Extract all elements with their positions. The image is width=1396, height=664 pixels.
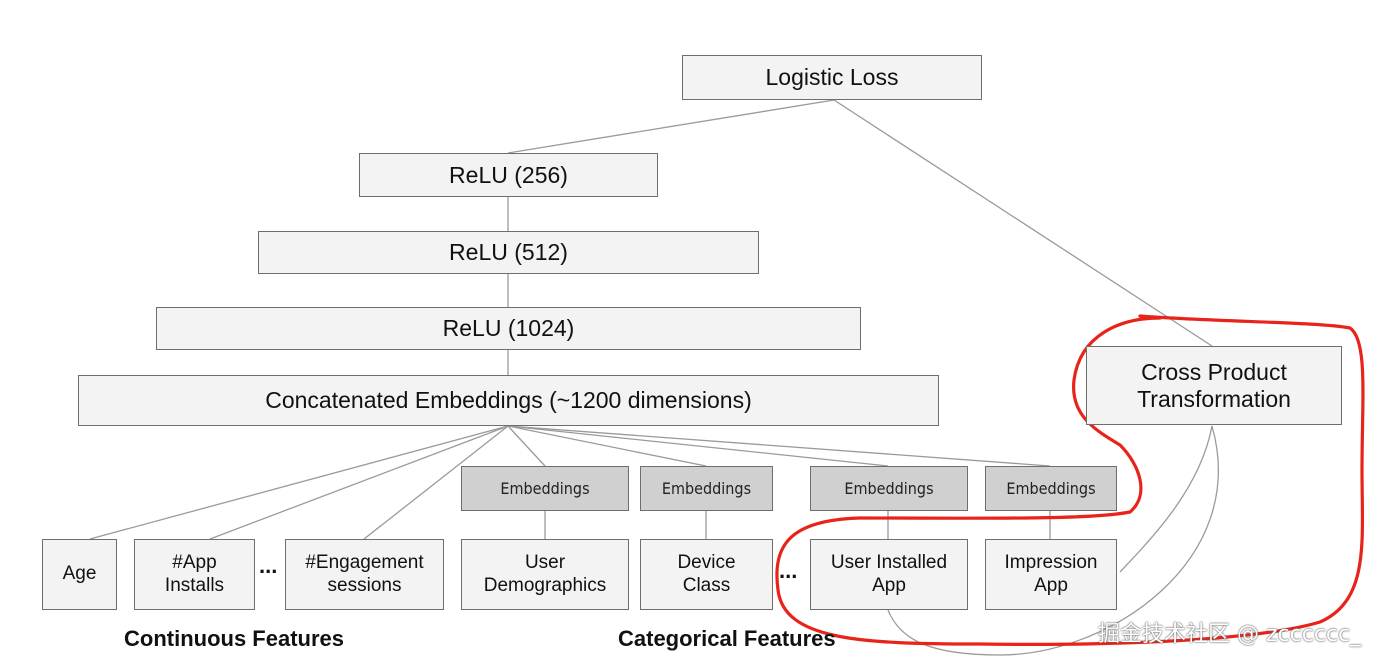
feature-age: Age [42, 539, 117, 610]
continuous-ellipsis: ... [259, 553, 278, 578]
watermark: 掘金技术社区 @ zcccccc_ [1098, 622, 1362, 647]
categorical-ellipsis: ... [779, 558, 798, 583]
concatenated-embeddings-box: Concatenated Embeddings (~1200 dimension… [78, 375, 939, 426]
relu-1024-box: ReLU (1024) [156, 307, 861, 350]
embeddings-label: Embeddings [1006, 479, 1096, 498]
embeddings-box-device: Embeddings [640, 466, 773, 511]
relu-512-label: ReLU (512) [449, 239, 568, 266]
embeddings-box-installed-app: Embeddings [810, 466, 968, 511]
feature-engagement-label: #Engagement sessions [305, 551, 424, 596]
logistic-loss-label: Logistic Loss [765, 64, 899, 91]
cross-product-box: Cross Product Transformation [1086, 346, 1342, 425]
relu-256-box: ReLU (256) [359, 153, 658, 197]
highlight-annotation [775, 314, 1365, 646]
feature-impression-app-label: Impression App [1004, 551, 1098, 596]
feature-app-installs-label: #App Installs [164, 551, 225, 596]
embeddings-label: Embeddings [500, 479, 590, 498]
feature-impression-app: Impression App [985, 539, 1117, 610]
embeddings-box-impression-app: Embeddings [985, 466, 1117, 511]
categorical-features-label: Categorical Features [618, 626, 836, 651]
relu-512-box: ReLU (512) [258, 231, 759, 274]
feature-device-class: Device Class [640, 539, 773, 610]
relu-256-label: ReLU (256) [449, 161, 568, 188]
feature-user-installed-app: User Installed App [810, 539, 968, 610]
relu-1024-label: ReLU (1024) [442, 315, 575, 342]
concatenated-embeddings-label: Concatenated Embeddings (~1200 dimension… [265, 387, 752, 414]
feature-user-demographics: User Demographics [461, 539, 629, 610]
feature-app-installs: #App Installs [134, 539, 255, 610]
feature-user-installed-app-label: User Installed App [830, 551, 948, 596]
feature-user-demographics-label: User Demographics [483, 551, 607, 596]
cross-product-label: Cross Product Transformation [1137, 359, 1291, 412]
embeddings-label: Embeddings [661, 479, 752, 498]
feature-engagement-sessions: #Engagement sessions [285, 539, 444, 610]
feature-age-label: Age [62, 563, 97, 585]
continuous-features-label: Continuous Features [124, 626, 345, 651]
feature-device-class-label: Device Class [677, 551, 736, 596]
embeddings-box-demographics: Embeddings [461, 466, 629, 511]
embeddings-label: Embeddings [844, 479, 934, 498]
logistic-loss-box: Logistic Loss [682, 55, 982, 100]
